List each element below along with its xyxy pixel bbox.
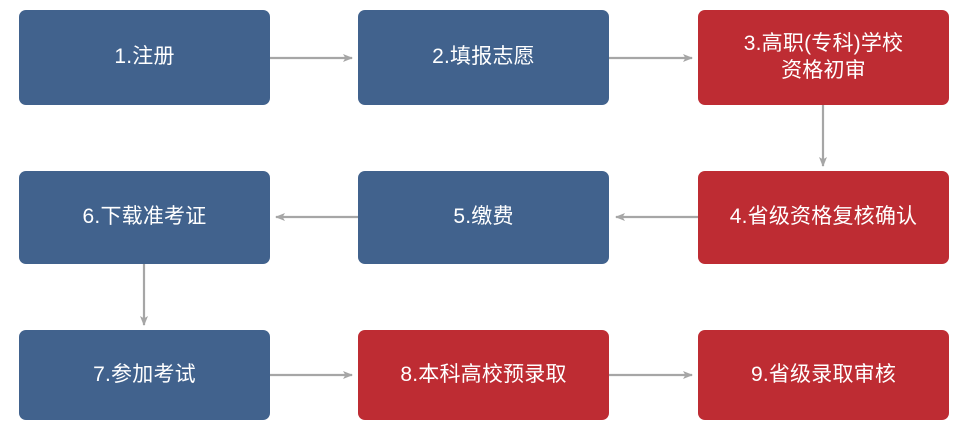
flow-node-n1[interactable]: 1.注册 <box>19 10 270 105</box>
flow-node-label: 4.省级资格复核确认 <box>729 205 918 229</box>
flow-node-label: 5.缴费 <box>453 205 514 229</box>
flow-node-label: 9.省级录取审核 <box>750 362 897 386</box>
flow-node-n5[interactable]: 5.缴费 <box>358 171 609 264</box>
flow-node-n3[interactable]: 3.高职(专科)学校 资格初审 <box>698 10 949 105</box>
flow-node-label: 1.注册 <box>114 45 175 69</box>
flow-node-label: 8.本科高校预录取 <box>400 362 567 386</box>
flow-node-n8[interactable]: 8.本科高校预录取 <box>358 330 609 420</box>
flow-node-n9[interactable]: 9.省级录取审核 <box>698 330 949 420</box>
flow-node-n2[interactable]: 2.填报志愿 <box>358 10 609 105</box>
flow-node-n7[interactable]: 7.参加考试 <box>19 330 270 420</box>
flow-node-label: 2.填报志愿 <box>432 45 535 69</box>
flow-node-n4[interactable]: 4.省级资格复核确认 <box>698 171 949 264</box>
flow-node-n6[interactable]: 6.下载准考证 <box>19 171 270 264</box>
flow-node-label: 7.参加考试 <box>93 362 196 386</box>
flow-node-label: 6.下载准考证 <box>82 205 207 229</box>
flow-node-label: 3.高职(专科)学校 资格初审 <box>743 31 904 82</box>
